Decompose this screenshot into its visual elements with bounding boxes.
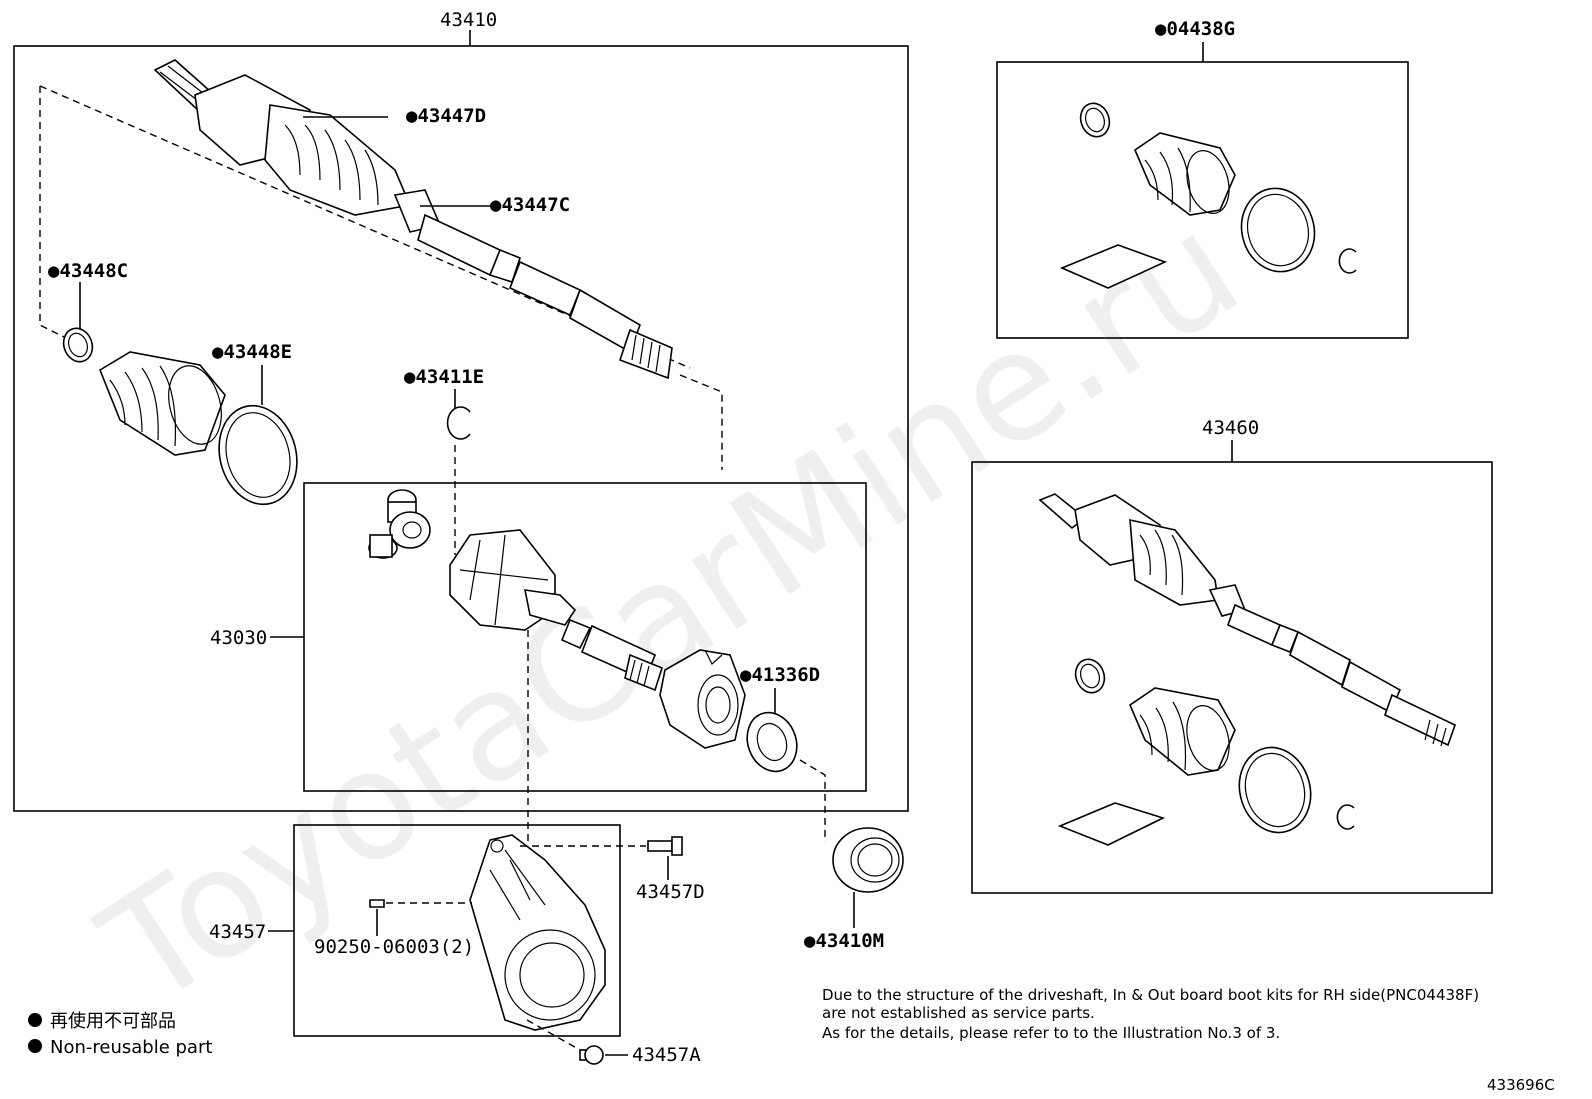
label-43411E[interactable]: ●43411E [404,366,484,388]
legend: 再使用不可部品 Non-reusable part [28,1011,212,1058]
legend-english: Non-reusable part [50,1037,212,1058]
box-43410 [13,45,909,812]
label-43457[interactable]: 43457 [209,921,266,943]
note-line-3: As for the details, please refer to to t… [822,1024,1280,1042]
inner-boot [659,649,746,749]
boot-kit-04438G [1059,102,1357,289]
boot-inner [99,351,226,456]
label-41336D[interactable]: ●41336D [740,664,820,686]
label-43410M[interactable]: ●43410M [804,930,884,952]
inboard-joint-housing [449,529,577,631]
clamp-small-43448C [62,327,94,363]
label-90250-06003[interactable]: 90250-06003(2) [314,936,474,958]
watermark: ToyotaCarMine.ru [74,181,1269,1041]
driveshaft-shaft [153,59,673,380]
note-line-2: are not established as service parts. [822,1004,1095,1022]
label-43447C[interactable]: ●43447C [490,194,570,216]
driveshaft-43460 [1038,493,1456,747]
inner-shaft [560,618,663,692]
bolt-43457D [647,836,683,856]
pin-90250 [369,899,385,908]
snap-ring-43411E [446,406,471,440]
label-04438G[interactable]: ●04438G [1155,18,1235,40]
legend-japanese: 再使用不可部品 [50,1011,176,1032]
boot-kit-43460 [1057,658,1355,846]
note-line-1: Due to the structure of the driveshaft, … [822,986,1479,1004]
bearing-43410M [832,827,904,893]
label-43457D[interactable]: 43457D [636,881,705,903]
label-43457A[interactable]: 43457A [632,1044,701,1066]
label-43460[interactable]: 43460 [1202,417,1259,439]
label-43410[interactable]: 43410 [440,9,497,31]
label-43448E[interactable]: ●43448E [212,341,292,363]
label-43030[interactable]: 43030 [210,627,267,649]
label-43448C[interactable]: ●43448C [48,260,128,282]
oil-seal-41336D [746,711,798,773]
bolt-43457A [579,1045,604,1065]
bearing-bracket [469,834,606,1031]
diagram-code: 433696C [1487,1076,1555,1094]
clamp-large-43448E [218,404,298,506]
label-43447D[interactable]: ●43447D [406,105,486,127]
tripod-joint [368,489,431,559]
box-43460 [971,461,1493,894]
note: Due to the structure of the driveshaft, … [822,986,1479,1042]
